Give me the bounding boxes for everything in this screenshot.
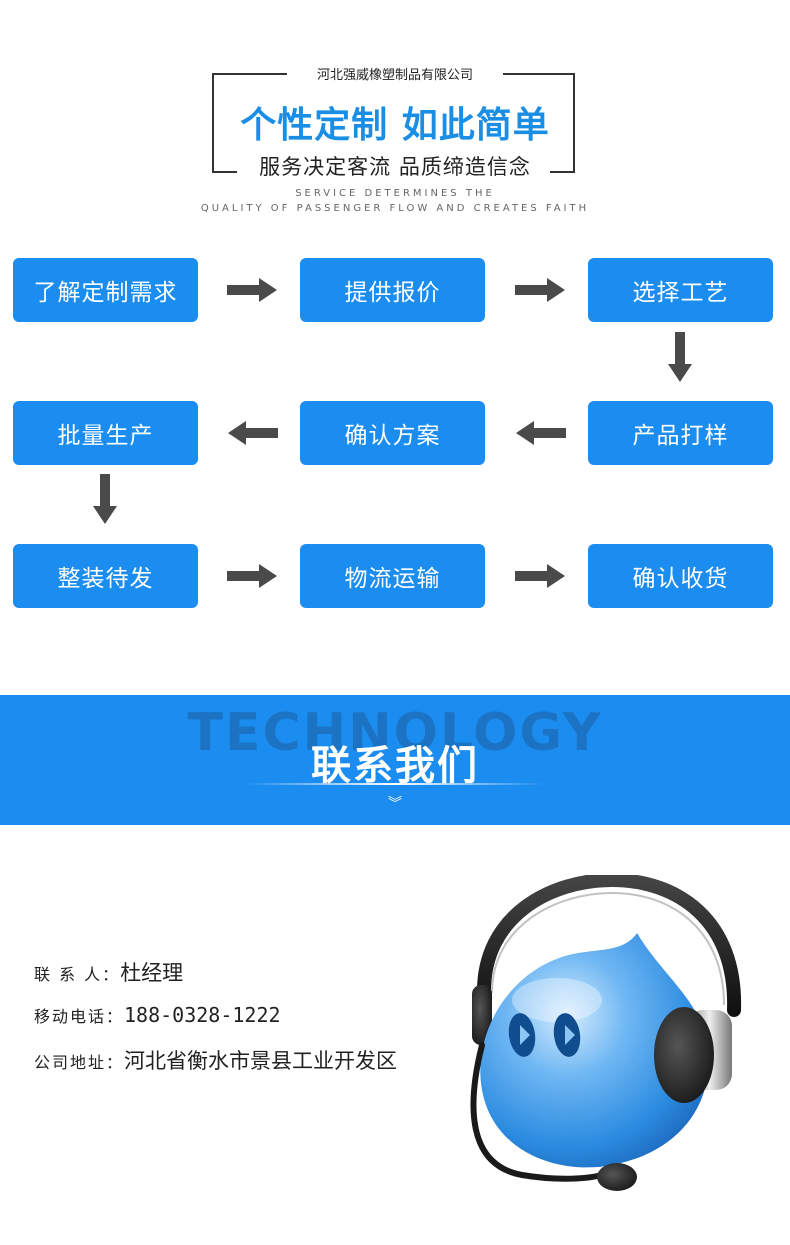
frame-bottom-left xyxy=(212,171,237,173)
arrow-down-icon xyxy=(668,332,692,382)
step-understand-needs: 了解定制需求 xyxy=(13,258,198,322)
banner-divider xyxy=(245,783,545,785)
phone-label: 移动电话： xyxy=(34,1007,125,1026)
frame-right xyxy=(573,73,575,173)
step-sampling: 产品打样 xyxy=(588,401,773,465)
frame-top-right xyxy=(503,73,575,75)
slogan: 个性定制 如此简单 xyxy=(240,105,550,146)
arrow-left-icon xyxy=(516,421,566,445)
contact-title: 联系我们 xyxy=(311,743,479,789)
arrow-right-icon xyxy=(227,564,277,588)
frame-top-left xyxy=(212,73,287,75)
arrow-right-icon xyxy=(227,278,277,302)
contact-person-row: 联 系 人：杜经理 xyxy=(34,957,183,987)
step-quote: 提供报价 xyxy=(300,258,485,322)
arrow-left-icon xyxy=(228,421,278,445)
company-name: 河北强威橡塑制品有限公司 xyxy=(316,68,473,83)
english-tagline-2: QUALITY OF PASSENGER FLOW AND CREATES FA… xyxy=(200,203,590,214)
frame-bottom-right xyxy=(550,171,575,173)
step-mass-production: 批量生产 xyxy=(13,401,198,465)
phone-value: 188-0328-1222 xyxy=(124,1003,281,1027)
frame-left xyxy=(212,73,214,173)
step-ready-ship: 整装待发 xyxy=(13,544,198,608)
chevron-down-icon: ︾ xyxy=(388,796,402,812)
step-choose-process: 选择工艺 xyxy=(588,258,773,322)
address-value: 河北省衡水市景县工业开发区 xyxy=(124,1049,398,1073)
step-confirm-plan: 确认方案 xyxy=(300,401,485,465)
arrow-right-icon xyxy=(515,278,565,302)
english-tagline-1: SERVICE DETERMINES THE xyxy=(295,188,495,199)
address-row: 公司地址：河北省衡水市景县工业开发区 xyxy=(34,1045,397,1075)
contact-person-value: 杜经理 xyxy=(120,961,184,985)
sub-slogan: 服务决定客流 品质缔造信念 xyxy=(259,155,531,179)
step-logistics: 物流运输 xyxy=(300,544,485,608)
customer-service-mascot-icon xyxy=(470,875,742,1191)
arrow-down-icon xyxy=(93,474,117,524)
arrow-right-icon xyxy=(515,564,565,588)
banner-background-word: TECHNOLOGY xyxy=(187,703,603,763)
contact-person-label: 联 系 人： xyxy=(34,965,121,984)
address-label: 公司地址： xyxy=(34,1053,125,1072)
contact-banner: TECHNOLOGY 联系我们 ︾ xyxy=(0,695,790,825)
step-confirm-receipt: 确认收货 xyxy=(588,544,773,608)
phone-row: 移动电话：188-0328-1222 xyxy=(34,1003,281,1027)
